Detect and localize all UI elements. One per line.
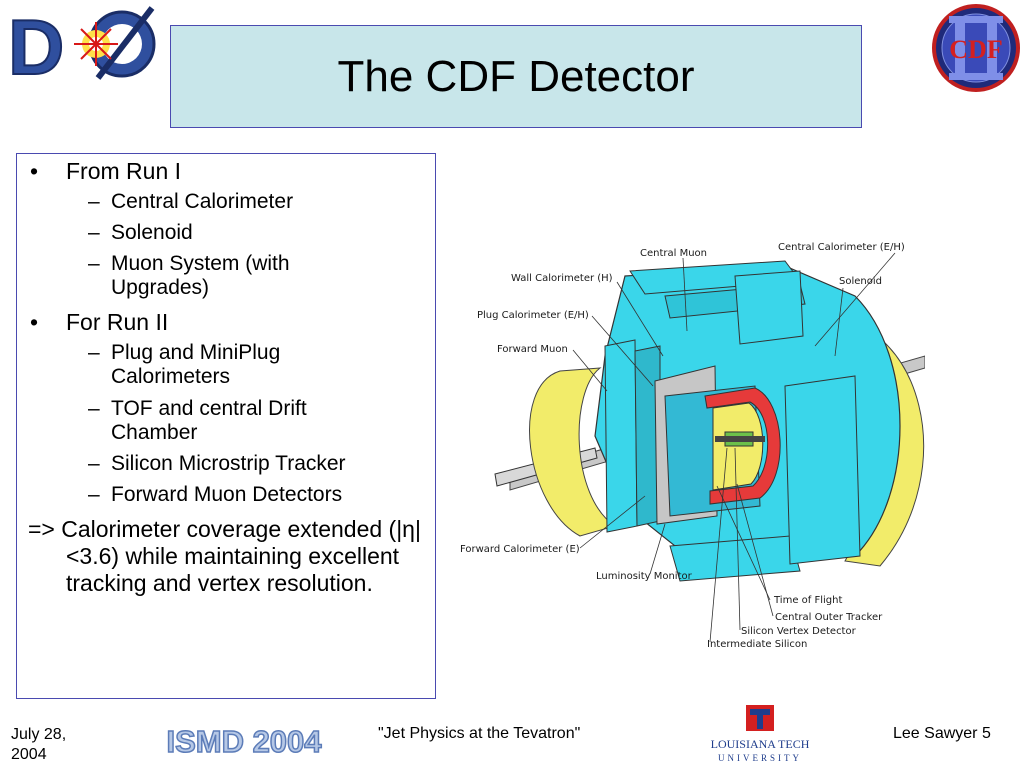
label-central-calorimeter: Central Calorimeter (E/H) [778,242,905,253]
label-intermediate-silicon: Intermediate Silicon [707,639,807,650]
label-time-of-flight: Time of Flight [773,595,842,606]
label-forward-muon: Forward Muon [497,344,568,355]
label-plug-calorimeter: Plug Calorimeter (E/H) [477,310,589,321]
label-forward-calorimeter: Forward Calorimeter (E) [460,544,580,555]
label-luminosity-monitor: Luminosity Monitor [596,571,693,582]
sub-bullet-text: Forward Muon Detectors [111,483,343,506]
sub-bullet-text: Solenoid [111,221,193,244]
label-solenoid: Solenoid [839,276,882,287]
bullet-text: From Run I [66,158,182,184]
footer-date-line2: 2004 [11,746,47,763]
d0-logo: D [4,2,162,92]
sub-bullet-text: TOF and central Drift Chamber [111,397,307,444]
sub-bullet-text: Silicon Microstrip Tracker [111,452,346,475]
svg-text:CDF: CDF [949,35,1002,64]
page-title: The CDF Detector [337,51,695,101]
sub-bullet-text: Plug and MiniPlug Calorimeters [111,341,281,388]
conclusion-text: => Calorimeter coverage extended (|η|<3.… [28,516,421,596]
latech-logo-line2: UNIVERSITY [718,753,802,763]
latech-logo: LOUISIANA TECH UNIVERSITY [700,703,820,765]
cdf-detector-diagram: Central Muon Central Calorimeter (E/H) W… [455,236,926,656]
svg-text:D: D [8,3,64,86]
ismd-logo: ISMD 2004 [154,719,334,761]
label-wall-calorimeter: Wall Calorimeter (H) [511,273,613,284]
bullet-text: For Run II [66,309,169,335]
content-box: • From Run I – Central Calorimeter – Sol… [16,153,436,699]
title-box: The CDF Detector [170,25,862,128]
footer-date: July 28, 2004 [11,725,101,765]
label-central-muon: Central Muon [640,248,707,259]
footer-author: Lee Sawyer 5 [893,725,991,742]
sub-bullet-text: Muon System (with Upgrades) [111,252,290,299]
sub-bullet-text: Central Calorimeter [111,190,294,213]
ismd-logo-text: ISMD 2004 [166,724,322,759]
footer-talk-title: "Jet Physics at the Tevatron" [378,725,581,742]
label-silicon-vertex-detector: Silicon Vertex Detector [741,626,857,637]
footer-date-line1: July 28, [11,726,67,743]
cdf-logo: CDF [931,2,1021,94]
label-central-outer-tracker: Central Outer Tracker [775,612,883,623]
latech-logo-line1: LOUISIANA TECH [711,737,810,751]
